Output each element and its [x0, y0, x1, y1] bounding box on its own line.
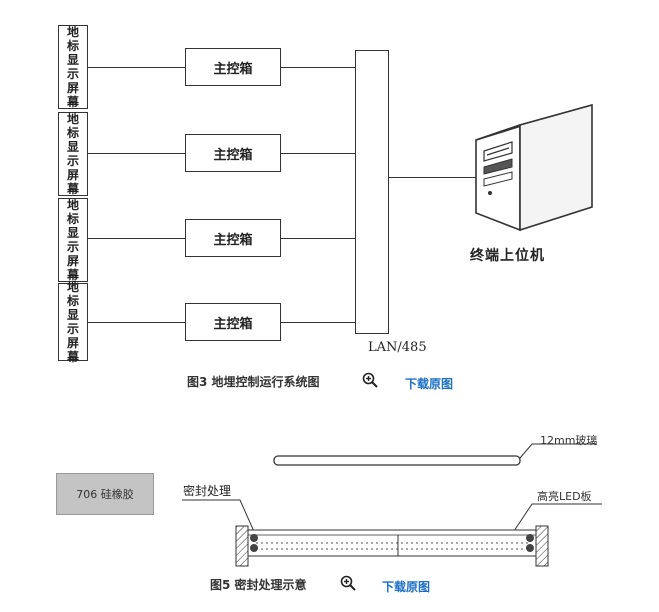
- connector-line: [88, 238, 185, 239]
- figure-3-caption: 图3 地埋控制运行系统图: [187, 375, 320, 389]
- glass-leader-line: [519, 443, 596, 459]
- bus-label: LAN/485: [368, 340, 427, 355]
- terminal-label: 终端上位机: [470, 248, 545, 264]
- download-original-link-fig5[interactable]: 下载原图: [382, 580, 431, 594]
- seal-label: 密封处理: [183, 484, 232, 498]
- glass-pane: [273, 455, 521, 466]
- computer-tower-icon: [475, 103, 593, 232]
- screen-label-3: 地标显示屏幕: [58, 198, 88, 282]
- screen-label-4: 地标显示屏幕: [58, 280, 88, 364]
- lan-bus-bar: [355, 50, 389, 334]
- sealant-label-box: 706 硅橡胶: [56, 473, 154, 515]
- connector-line: [88, 153, 185, 154]
- connector-line: [389, 177, 477, 178]
- screen-label-2: 地标显示屏幕: [58, 112, 88, 196]
- download-original-link-fig3[interactable]: 下载原图: [405, 377, 454, 391]
- led-board-label: 高亮LED板: [537, 490, 592, 503]
- connector-line: [281, 67, 355, 68]
- housing-cross-section: [235, 525, 549, 567]
- main-control-box-2: 主控箱: [185, 134, 281, 172]
- connector-line: [88, 322, 185, 323]
- figure-5-caption: 图5 密封处理示意: [210, 578, 307, 592]
- glass-label: 12mm玻璃: [540, 434, 598, 447]
- main-control-box-3: 主控箱: [185, 219, 281, 257]
- screen-label-1: 地标显示屏幕: [58, 25, 88, 109]
- zoom-in-icon[interactable]: [340, 575, 356, 591]
- connector-line: [281, 238, 355, 239]
- main-control-box-4: 主控箱: [185, 303, 281, 341]
- connector-line: [88, 67, 185, 68]
- main-control-box-1: 主控箱: [185, 48, 281, 86]
- zoom-in-icon[interactable]: [362, 372, 378, 388]
- connector-line: [281, 322, 355, 323]
- connector-line: [281, 153, 355, 154]
- seal-leader-line: [182, 499, 257, 537]
- led-leader-line: [511, 503, 602, 535]
